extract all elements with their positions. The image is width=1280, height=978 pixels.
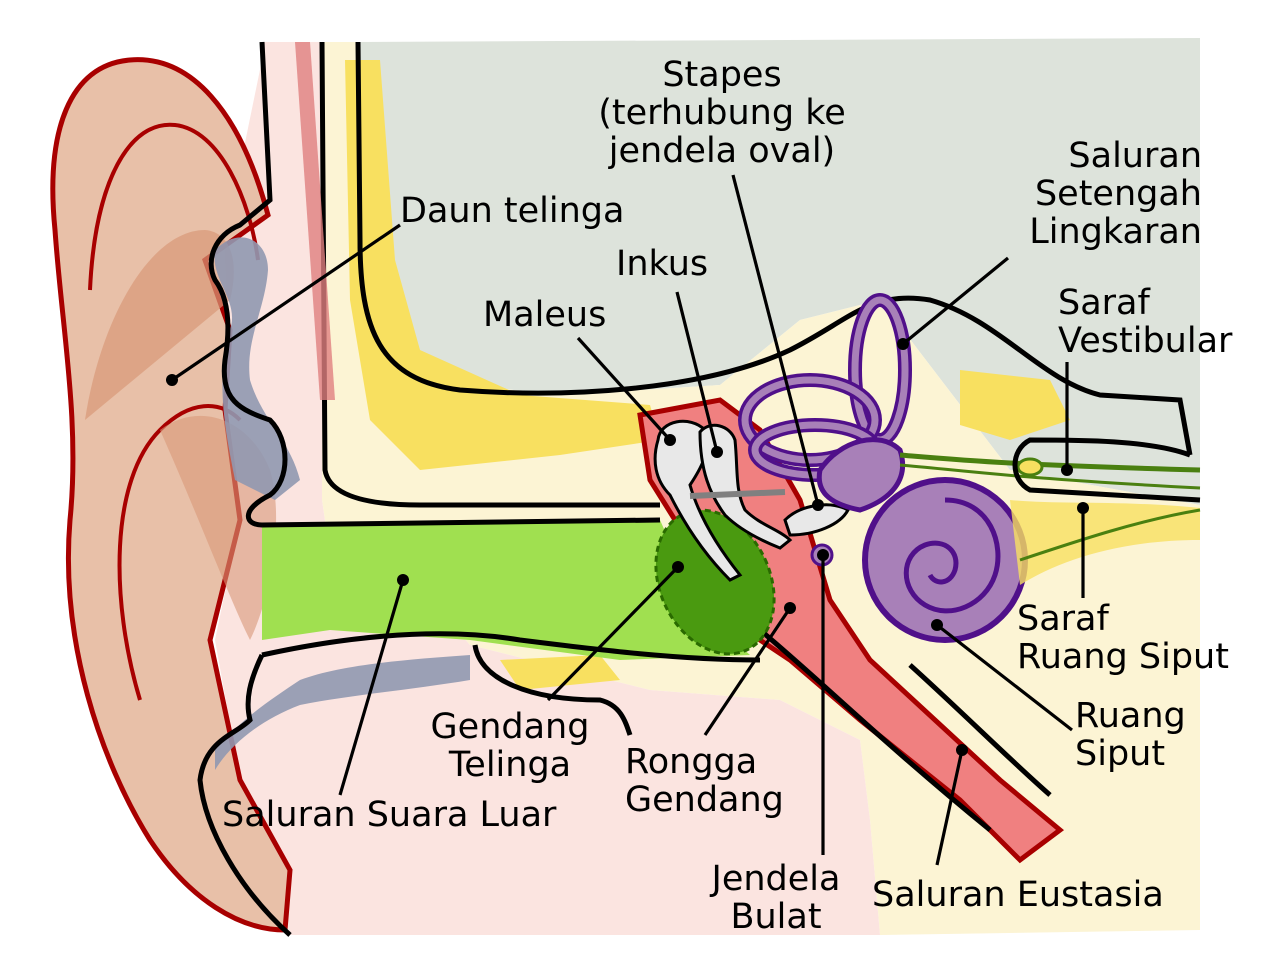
petrous-bone-yellow xyxy=(960,370,1070,440)
label-semicircular-1: Saluran xyxy=(1068,136,1202,176)
semicircular-canal-posterior-inner xyxy=(741,376,879,464)
label-stapes-2: (terhubung ke xyxy=(598,93,846,133)
label-tympanic-1: Rongga xyxy=(625,742,757,782)
incus-bone xyxy=(698,423,793,550)
leader-maleus xyxy=(576,336,672,442)
label-semicircular-2: Setengah xyxy=(1035,174,1202,214)
leader-ear-canal xyxy=(338,579,405,796)
label-semicircular-3: Lingkaran xyxy=(1029,212,1202,252)
label-vestibular-1: Saraf xyxy=(1058,283,1151,323)
soft-tissue-region xyxy=(215,42,880,935)
superficial-vessel xyxy=(295,42,335,400)
vestibular-ganglion xyxy=(1016,457,1044,477)
outer-skin-line xyxy=(208,41,288,528)
leader-dot-inkus xyxy=(711,446,723,458)
pinna xyxy=(50,57,293,933)
leader-eustachian xyxy=(935,749,964,866)
label-cochlea-1: Ruang xyxy=(1075,696,1186,736)
lower-bone-yellow xyxy=(500,655,620,690)
cartilage-lower xyxy=(215,655,470,770)
leader-dot-eardrum xyxy=(672,561,684,573)
cochlea-spiral xyxy=(903,497,1001,614)
label-stapes-3: jendela oval) xyxy=(608,131,835,171)
label-inkus: Inkus xyxy=(616,244,708,284)
label-maleus: Maleus xyxy=(483,295,606,335)
pinna-helix-fold xyxy=(88,122,260,291)
leader-inkus xyxy=(675,291,719,453)
leader-dot-semicircular xyxy=(897,338,909,350)
label-stapes-1: Stapes xyxy=(662,55,781,95)
tensor-tympani xyxy=(689,489,786,499)
internal-canal-outline xyxy=(1012,437,1201,503)
leader-dot-cochlea xyxy=(931,619,943,631)
cochlea xyxy=(862,477,1028,643)
cochlear-nerve-line xyxy=(1019,508,1201,562)
label-eardrum-2: Telinga xyxy=(448,745,571,785)
vestibular-nerve-2 xyxy=(899,463,1201,490)
leader-dot-stapes xyxy=(812,499,824,511)
eardrum xyxy=(654,508,776,656)
leader-dot-ear-canal xyxy=(397,574,409,586)
eustachian-tube-outline xyxy=(758,628,992,832)
leader-eardrum xyxy=(546,565,680,702)
label-round-window-2: Bulat xyxy=(730,897,821,937)
leader-dot-round-window xyxy=(817,549,829,561)
ear-canal-outline-top xyxy=(261,517,661,528)
leader-dot-maleus xyxy=(664,434,676,446)
label-cochlear-nerve-2: Ruang Siput xyxy=(1017,637,1229,677)
leader-dot-vestibular xyxy=(1061,464,1073,476)
label-round-window-1: Jendela xyxy=(710,859,841,899)
cartilage-upper xyxy=(214,237,300,500)
label-eardrum-1: Gendang xyxy=(431,707,590,747)
leader-cochlea xyxy=(936,623,1073,732)
canal-wall-line xyxy=(319,41,660,508)
leader-semicircular xyxy=(901,256,1010,346)
leader-dot-cochlear-nerve xyxy=(1077,502,1089,514)
label-cochlear-nerve-1: Saraf xyxy=(1017,599,1110,639)
label-ear-canal: Saluran Suara Luar xyxy=(222,795,557,835)
label-vestibular-2: Vestibular xyxy=(1058,321,1233,361)
upper-bone-band xyxy=(345,60,660,470)
label-tympanic-2: Gendang xyxy=(625,780,784,820)
label-eustachian: Saluran Eustasia xyxy=(872,875,1164,915)
leader-tympanic xyxy=(703,607,792,736)
pinna-antihelix xyxy=(117,404,242,701)
ear-canal-outline-bottom xyxy=(261,631,761,663)
vestibular-nerve xyxy=(899,452,1201,473)
label-cochlea-2: Siput xyxy=(1075,734,1165,774)
leader-dot-tympanic xyxy=(784,602,796,614)
lower-bone-line xyxy=(472,644,633,736)
eustachian-tube-outline-2 xyxy=(908,663,1052,797)
leader-dot-eustachian xyxy=(956,744,968,756)
stapes-bone xyxy=(783,503,851,537)
vestibule xyxy=(816,437,906,513)
pinna-inner-fold xyxy=(85,230,234,420)
leader-daun-telinga xyxy=(171,223,401,382)
label-daun-telinga: Daun telinga xyxy=(400,191,624,231)
leader-dot-daun-telinga xyxy=(166,374,178,386)
lower-skin-line xyxy=(197,653,292,937)
ear-canal xyxy=(262,520,750,660)
leader-stapes xyxy=(731,174,820,506)
skull-outline xyxy=(355,41,1193,456)
